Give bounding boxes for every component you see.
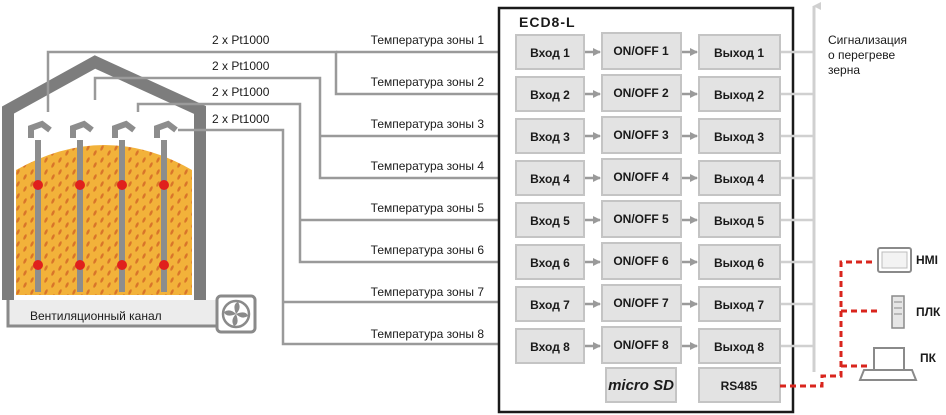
controller-title: ECD8-L [519,14,576,30]
silo [2,55,257,334]
output-label: Выход 6 [714,256,764,270]
row-7: Вход 7 ON/OFF 7 Выход 7 [515,284,781,322]
sensor-wires [46,48,513,348]
logic-box [601,116,682,154]
input-box [515,202,585,238]
microsd-logo: micro SD [605,367,677,403]
logic-box [601,200,682,238]
output-label: Выход 2 [714,88,764,102]
sensor-label-2: 2 x Pt1000 [212,59,270,73]
logic-box [601,74,682,112]
logic-label: ON/OFF 3 [613,128,669,142]
alarm-label-line-1: Сигнализация [828,33,907,47]
output-box [698,118,781,154]
output-box [698,328,781,364]
svg-text:micro SD: micro SD [608,377,674,394]
logic-label: ON/OFF 4 [613,170,669,184]
rs485-box [698,367,781,403]
alarm-label-line-2: о перегреве [828,48,895,62]
hmi-device-icon [877,247,912,273]
logic-label: ON/OFF 6 [613,254,669,268]
probe-3 [112,120,136,292]
input-box [515,244,585,280]
input-label: Вход 4 [530,172,570,186]
output-box [698,244,781,280]
output-label: Выход 8 [714,340,764,354]
zone-label-2: Температура зоны 2 [371,75,485,89]
plc-label: ПЛК [916,305,941,319]
probe-4 [154,120,178,292]
input-box [515,34,585,70]
input-label: Вход 5 [530,214,570,228]
logic-box [601,242,682,280]
row-6: Вход 6 ON/OFF 6 Выход 6 [515,242,781,280]
zone-label-5: Температура зоны 5 [371,201,485,215]
output-label: Выход 3 [714,130,764,144]
input-label: Вход 3 [530,130,570,144]
row-2: Вход 2 ON/OFF 2 Выход 2 [515,74,781,112]
row-connectors [584,48,698,350]
input-box [515,328,585,364]
fan-icon [215,294,257,334]
input-label: Вход 7 [530,298,570,312]
sensor-label-1: 2 x Pt1000 [212,33,270,47]
zone-label-1: Температура зоны 1 [371,33,485,47]
rs485-label: RS485 [721,379,758,393]
output-label: Выход 5 [714,214,764,228]
input-box [515,286,585,322]
zone-label-7: Температура зоны 7 [371,285,485,299]
logic-box [601,32,682,70]
row-4: Вход 4 ON/OFF 4 Выход 4 [515,158,781,196]
output-to-alarm-lines [780,50,814,348]
logic-label: ON/OFF 1 [613,44,669,58]
logic-label: ON/OFF 8 [613,338,669,352]
controller-rows: Вход 1 ON/OFF 1 Выход 1 Вход 2 ON/OFF 2 … [515,32,781,364]
grain-fill [16,145,192,295]
alarm-label-line-3: зерна [828,63,860,77]
input-label: Вход 1 [530,46,570,60]
row-3: Вход 3 ON/OFF 3 Выход 3 [515,116,781,154]
hmi-label: HMI [916,253,938,267]
output-label: Выход 1 [714,46,764,60]
sensor-label-4: 2 x Pt1000 [212,112,270,126]
rs485-network [780,260,880,388]
output-box [698,202,781,238]
input-box [515,160,585,196]
output-box [698,76,781,112]
probe-2 [70,120,94,292]
vent-channel-label: Вентиляционный канал [30,309,162,323]
output-label: Выход 7 [714,298,764,312]
row-1: Вход 1 ON/OFF 1 Выход 1 [515,32,781,70]
input-box [515,76,585,112]
logic-label: ON/OFF 2 [613,86,669,100]
logic-box [601,326,682,364]
logic-label: ON/OFF 5 [613,212,669,226]
output-label: Выход 4 [714,172,764,186]
pc-laptop-icon [858,347,918,381]
row-5: Вход 5 ON/OFF 5 Выход 5 [515,200,781,238]
logic-label: ON/OFF 7 [613,296,669,310]
input-label: Вход 2 [530,88,570,102]
output-box [698,286,781,322]
input-box [515,118,585,154]
zone-label-8: Температура зоны 8 [371,327,485,341]
zone-label-4: Температура зоны 4 [371,159,485,173]
temperature-probes [28,120,178,292]
zone-label-3: Температура зоны 3 [371,117,485,131]
sensor-label-3: 2 x Pt1000 [212,85,270,99]
row-8: Вход 8 ON/OFF 8 Выход 8 [515,326,781,364]
logic-box [601,158,682,196]
input-label: Вход 8 [530,340,570,354]
output-box [698,160,781,196]
input-label: Вход 6 [530,256,570,270]
plc-device-icon [891,295,905,329]
probe-1 [28,120,52,292]
logic-box [601,284,682,322]
output-box [698,34,781,70]
zone-label-6: Температура зоны 6 [371,243,485,257]
pc-label: ПК [920,351,937,365]
